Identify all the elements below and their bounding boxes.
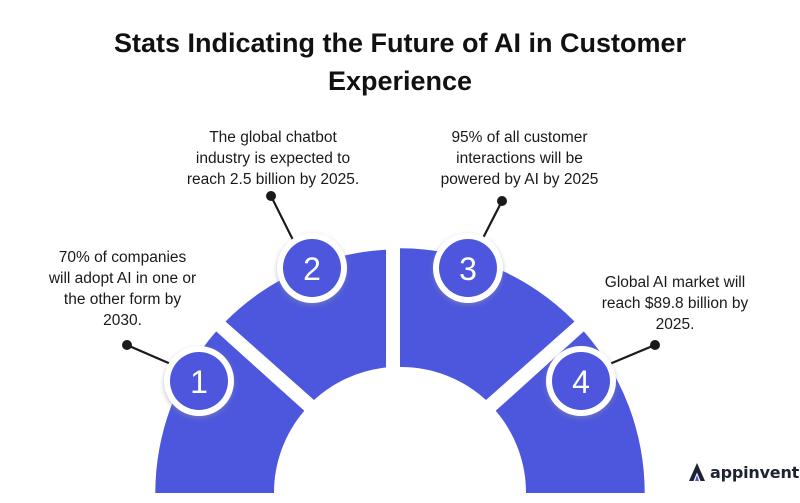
stat-2-line: industry is expected to: [195, 150, 351, 167]
page-title: Stats Indicating the Future of AI in Cus…: [0, 24, 800, 100]
title-line-2: Experience: [327, 66, 473, 96]
stat-1-caption: 70% of companies will adopt AI in one or…: [20, 247, 225, 331]
badge-2-fill: [283, 239, 341, 297]
connector-dot-3: [497, 196, 507, 206]
badge-1-number: 1: [190, 364, 208, 400]
badge-2: [277, 233, 347, 303]
stat-2-caption: The global chatbot industry is expected …: [148, 127, 398, 190]
brand-name: appinventiv: [710, 462, 800, 482]
badge-4: [546, 346, 616, 416]
connector-dot-2: [266, 191, 276, 201]
stat-1-line: will adopt AI in one or: [48, 270, 197, 287]
appinventiv-logo-icon: [689, 463, 705, 481]
badge-3-fill: [439, 239, 497, 297]
badge-3: [433, 233, 503, 303]
stat-3-line: powered by AI by 2025: [440, 171, 599, 188]
badge-1-fill: [170, 352, 228, 410]
badge-3-number: 3: [459, 251, 477, 287]
stat-2-line: The global chatbot: [209, 129, 337, 146]
title-line-1: Stats Indicating the Future of AI in Cus…: [113, 28, 687, 58]
brand-logo: appinventiv: [688, 462, 800, 482]
connector-2: [270, 195, 294, 241]
segment-2: [225, 249, 386, 400]
stat-1-line: 70% of companies: [58, 249, 187, 266]
stat-4-line: 2025.: [655, 316, 695, 333]
connector-dots: [122, 191, 660, 350]
stat-1-line: 2030.: [103, 312, 142, 329]
connector-dot-1: [122, 340, 132, 350]
connector-3: [481, 200, 503, 241]
stat-3-line: 95% of all customer: [451, 129, 588, 146]
badge-4-fill: [552, 352, 610, 410]
badge-4-number: 4: [572, 364, 590, 400]
connector-dot-4: [650, 340, 660, 350]
badge-1: [164, 346, 234, 416]
badge-2-number: 2: [303, 251, 321, 287]
stat-3-line: interactions will be: [456, 150, 583, 167]
stat-2-line: reach 2.5 billion by 2025.: [186, 171, 360, 188]
stat-1-line: the other form by: [63, 291, 182, 308]
stat-4-caption: Global AI market will reach $89.8 billio…: [570, 272, 780, 335]
stat-4-line: Global AI market will: [604, 274, 746, 291]
stat-4-line: reach $89.8 billion by: [601, 295, 749, 312]
stat-3-caption: 95% of all customer interactions will be…: [412, 127, 627, 190]
